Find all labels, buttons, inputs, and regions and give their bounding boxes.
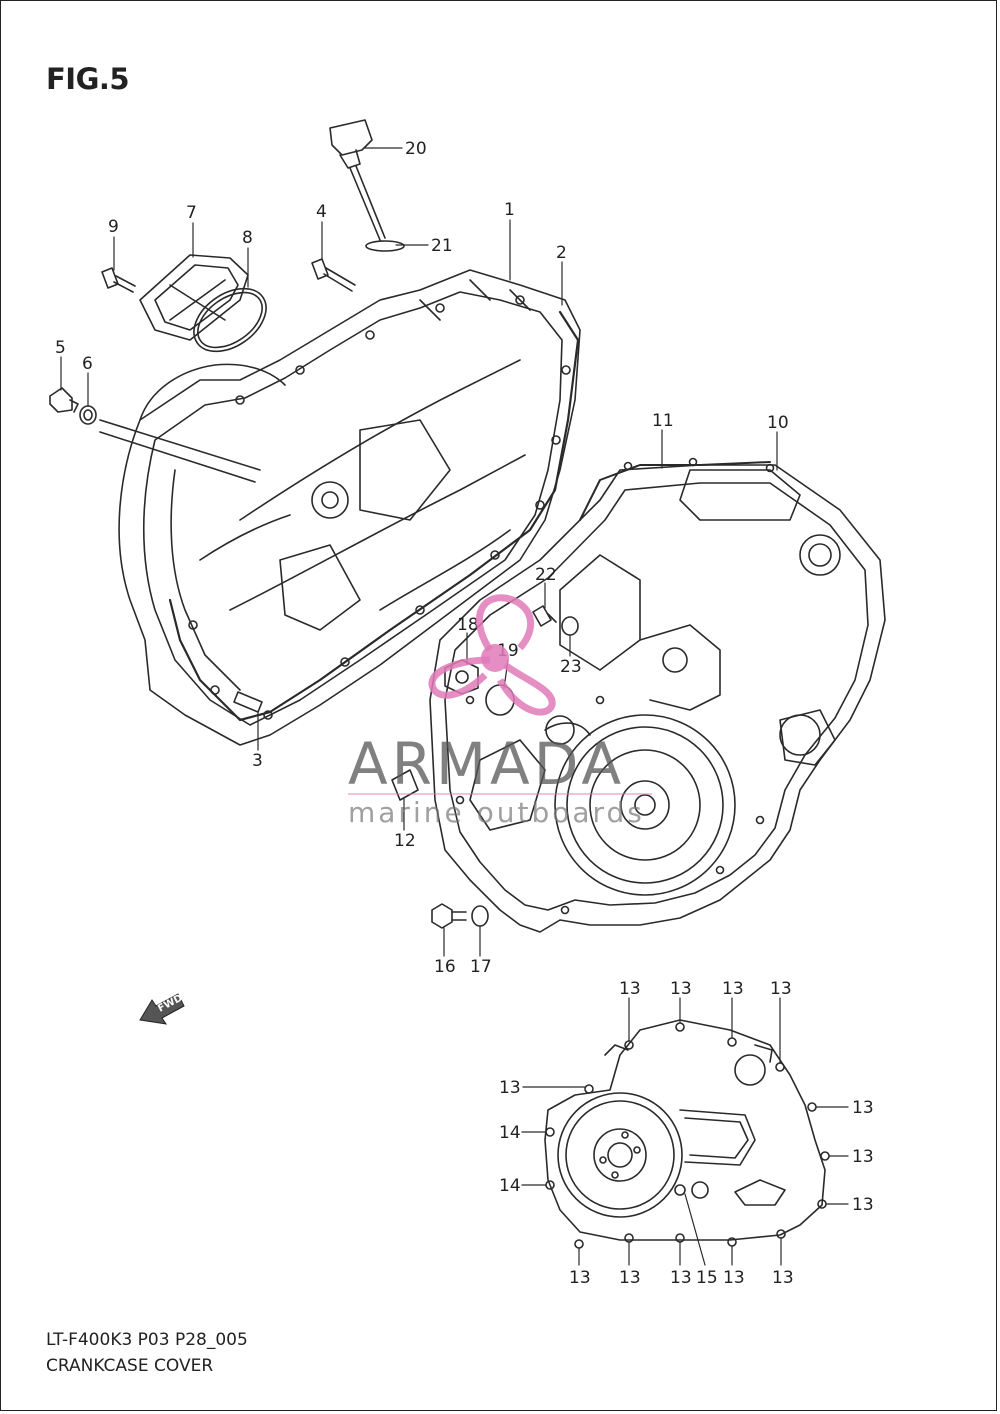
washer-6: [79, 405, 97, 425]
propeller-logo-icon: [428, 594, 556, 716]
fwd-arrow-icon: FWD: [139, 993, 185, 1025]
callout-11: 11: [652, 411, 674, 431]
callout-9: 9: [108, 217, 119, 237]
callout-15: 15: [696, 1268, 718, 1288]
armada-watermark: ARMADA marine outboards: [348, 594, 652, 829]
oil-filler-cap: [329, 119, 386, 241]
callout-3: 3: [252, 751, 263, 771]
drain-plug-5: [49, 387, 79, 413]
callout-1: 1: [504, 200, 515, 220]
callout-18: 18: [457, 615, 479, 635]
callout-21: 21: [431, 236, 453, 256]
washer-17: [471, 905, 489, 927]
callout-16: 16: [434, 957, 456, 977]
callout-numbers: 20 21 7 8 9 4 1 2 5 6 11 10 3 22 23 18 1…: [55, 139, 874, 1288]
bolt-layout-inset: [544, 1019, 830, 1249]
callout-13: 13: [569, 1268, 591, 1288]
callout-8: 8: [242, 228, 253, 248]
model-code: LT-F400K3 P03 P28_005: [46, 1330, 248, 1350]
figure-title: FIG.5: [46, 62, 130, 96]
crankcase-cover-left: [99, 269, 581, 746]
callout-13: 13: [619, 1268, 641, 1288]
o-ring-21: [365, 240, 405, 252]
callout-13: 13: [723, 1268, 745, 1288]
callout-13: 13: [499, 1078, 521, 1098]
callout-6: 6: [82, 354, 93, 374]
callout-13: 13: [670, 979, 692, 999]
callout-20: 20: [405, 139, 427, 159]
callout-13: 13: [852, 1195, 874, 1215]
callout-10: 10: [767, 413, 789, 433]
callout-13: 13: [852, 1098, 874, 1118]
callout-17: 17: [470, 957, 492, 977]
inspection-cover: [139, 254, 267, 353]
bolt-9: [101, 267, 136, 293]
washer-23: [561, 616, 579, 636]
callout-12: 12: [394, 831, 416, 851]
callout-22: 22: [535, 565, 557, 585]
callout-13: 13: [619, 979, 641, 999]
leader-lines: [60, 147, 849, 1266]
callout-13: 13: [722, 979, 744, 999]
callout-5: 5: [55, 338, 66, 358]
figure-caption: CRANKCASE COVER: [46, 1356, 214, 1376]
callout-13: 13: [772, 1268, 794, 1288]
watermark-brand: ARMADA: [348, 730, 625, 798]
watermark-tagline: marine outboards: [348, 796, 645, 829]
callout-13: 13: [670, 1268, 692, 1288]
callout-14: 14: [499, 1123, 521, 1143]
bolt-22: [532, 605, 557, 627]
callout-7: 7: [186, 203, 197, 223]
bolt-16: [431, 903, 467, 929]
callout-13: 13: [852, 1147, 874, 1167]
crankcase-cover-right: [429, 457, 886, 933]
callout-14: 14: [499, 1176, 521, 1196]
callout-13: 13: [770, 979, 792, 999]
callout-2: 2: [556, 243, 567, 263]
callout-4: 4: [316, 202, 327, 222]
bolt-4: [311, 258, 356, 292]
callout-23: 23: [560, 657, 582, 677]
